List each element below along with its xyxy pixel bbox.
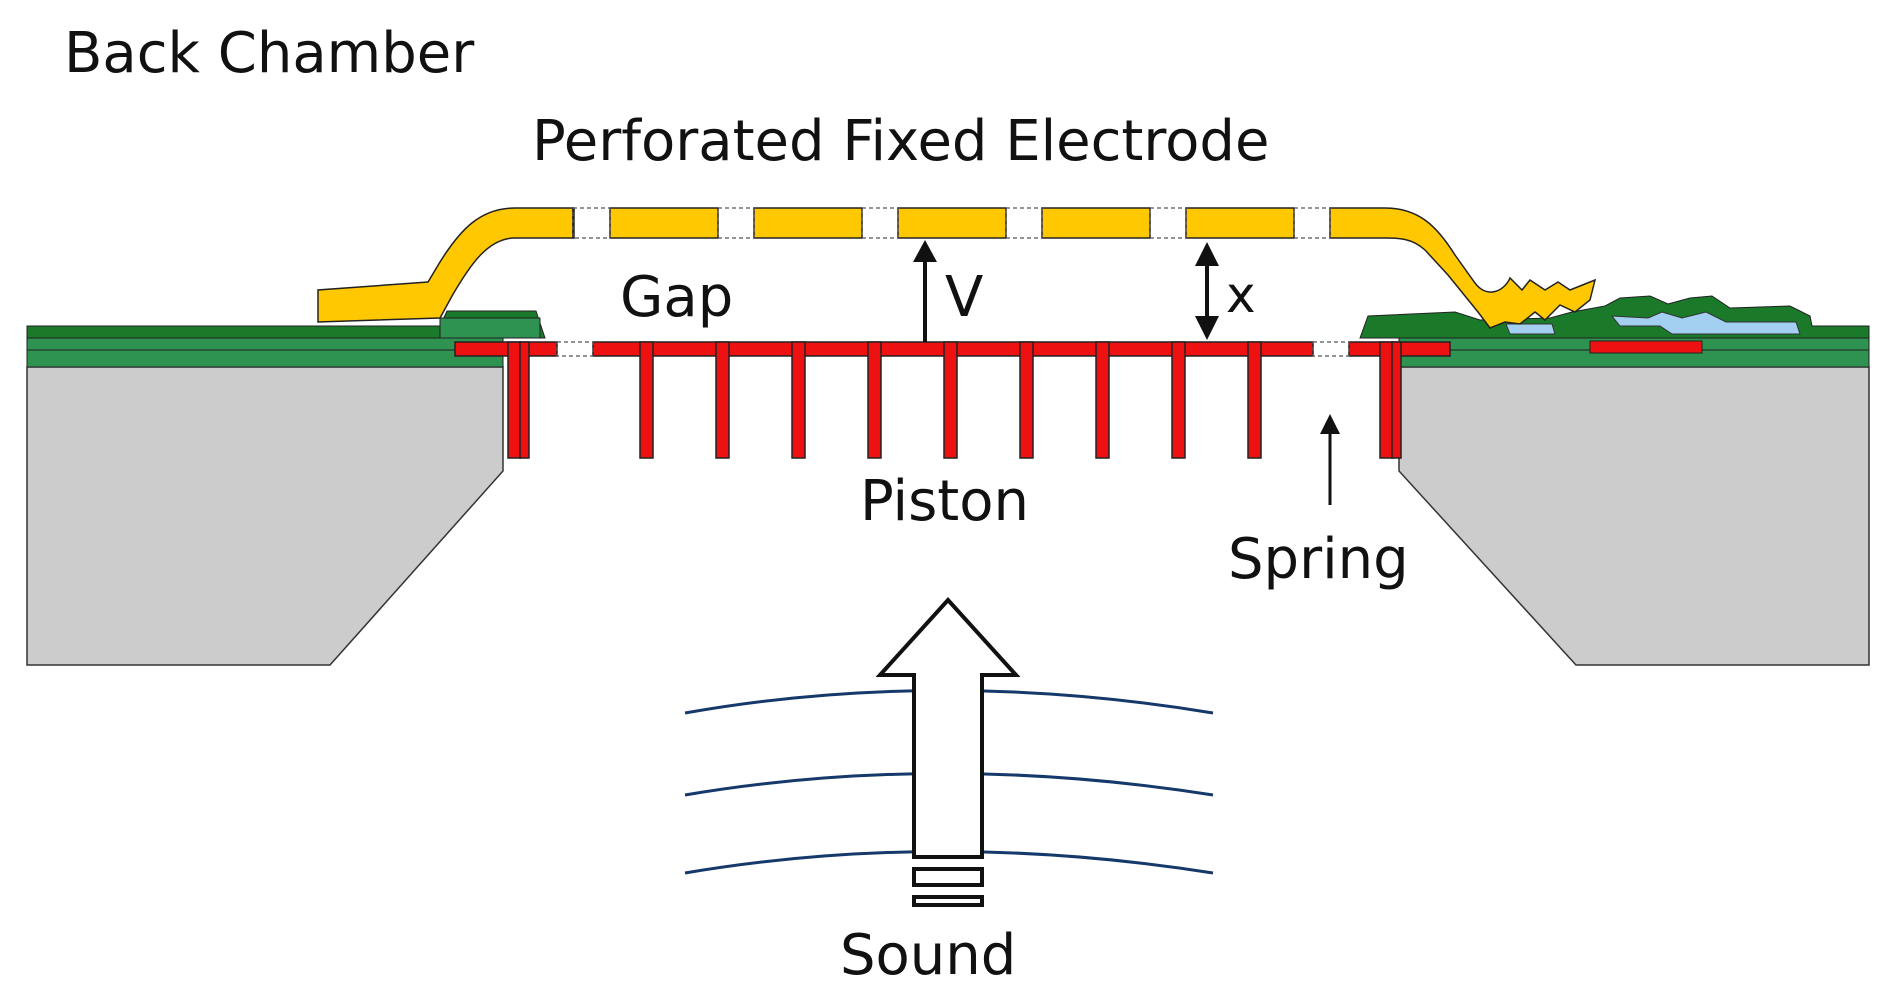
sound-arrow [875,597,1021,859]
metal-pad-right-2 [1610,311,1801,335]
label-back-chamber: Back Chamber [64,21,475,86]
electrode-left-bend [317,207,574,323]
substrate-right [1398,366,1870,666]
substrate-left [26,366,504,666]
electrode-segments [572,207,1295,239]
spring-pointer-head [1320,414,1340,434]
sound-arrow-tail-2 [912,895,984,907]
sound-arrow-tail-1 [912,867,984,887]
membrane-slots [556,341,1350,357]
label-gap: Gap [620,265,733,330]
label-voltage: V [945,265,983,330]
dielectric-step-left [439,317,541,339]
metal-strip-right [1589,340,1703,354]
electrode-right-bend [1329,207,1597,329]
displacement-arrowhead-bottom [1195,316,1219,340]
displacement-arrowhead-top [1195,242,1219,266]
label-displacement: x [1226,266,1256,324]
label-piston: Piston [860,469,1029,534]
voltage-arrowhead [913,240,937,262]
label-spring: Spring [1228,527,1409,592]
metal-pad-right-1 [1505,323,1556,335]
piston-membrane [454,341,1451,459]
label-electrode: Perforated Fixed Electrode [532,109,1269,174]
electrode-perforations [572,207,1331,239]
dielectric-layer-left-bottom [26,349,504,368]
label-sound: Sound [840,923,1016,988]
dielectric-layer-left-mid [26,337,504,351]
